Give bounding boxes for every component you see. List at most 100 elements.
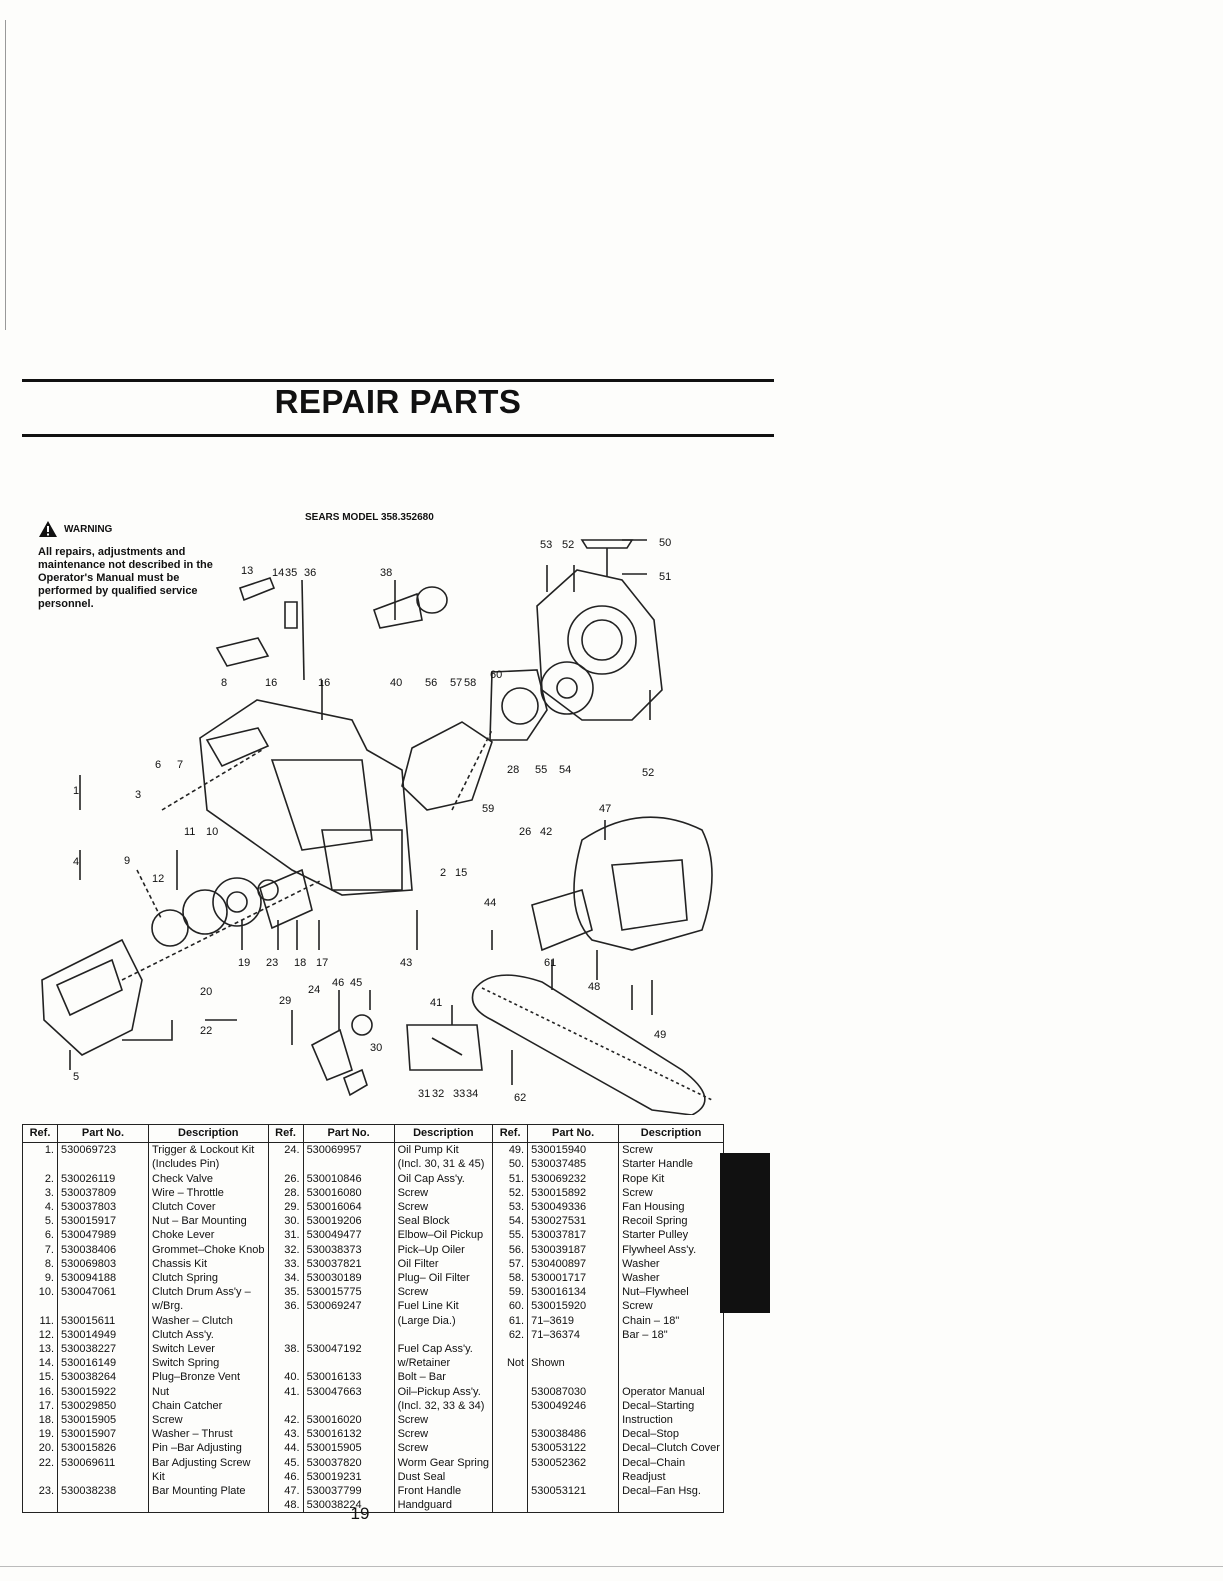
callout-label: 33	[453, 1088, 465, 1100]
part-ref	[267, 1398, 304, 1414]
part-ref: 57.	[492, 1256, 529, 1272]
part-number: 530016132	[302, 1427, 395, 1442]
part-number: 530069957	[302, 1142, 395, 1158]
callout-label: 55	[535, 764, 547, 776]
part-ref: 7.	[22, 1242, 58, 1257]
col-desc-2: Description	[393, 1123, 494, 1144]
part-number: 530015922	[57, 1384, 149, 1399]
part-description: Oil Cap Ass'y.	[393, 1171, 494, 1186]
part-number	[527, 1469, 620, 1485]
part-description	[618, 1342, 724, 1357]
part-ref	[267, 1356, 304, 1371]
part-number: Shown	[527, 1356, 620, 1371]
callout-label: 48	[588, 981, 600, 993]
part-ref: 51.	[492, 1171, 529, 1186]
part-description: Handguard	[393, 1498, 494, 1514]
part-ref: 55.	[492, 1228, 529, 1243]
callout-label: 5	[73, 1071, 79, 1083]
callout-label: 53	[540, 539, 552, 551]
callout-label: 16	[265, 677, 277, 689]
part-number: 530094188	[57, 1271, 149, 1286]
part-number: 530047061	[57, 1285, 149, 1300]
part-description	[393, 1327, 494, 1343]
part-ref: 60.	[492, 1299, 529, 1314]
part-description: Screw	[618, 1185, 724, 1201]
part-number: 530010846	[302, 1171, 395, 1186]
part-description: Decal–Chain	[618, 1455, 724, 1470]
part-ref: 23.	[22, 1484, 58, 1499]
part-ref: 36.	[267, 1299, 304, 1314]
part-description: Oil Pump Kit	[393, 1142, 494, 1158]
part-ref	[492, 1441, 529, 1456]
part-ref: 17.	[22, 1398, 58, 1414]
part-number: 530015892	[527, 1185, 620, 1201]
part-ref: 28.	[267, 1185, 304, 1201]
part-ref: 9.	[22, 1271, 58, 1286]
part-description: Screw	[148, 1413, 269, 1428]
callout-label: 19	[238, 957, 250, 969]
part-number: 530037817	[527, 1228, 620, 1243]
part-number: 530087030	[527, 1384, 620, 1399]
callout-label: 46	[332, 977, 344, 989]
part-description: Fuel Line Kit	[393, 1299, 494, 1314]
part-description: Oil–Pickup Ass'y.	[393, 1384, 494, 1399]
part-description: Nut–Flywheel	[618, 1285, 724, 1300]
col-partno-3: Part No.	[527, 1123, 620, 1144]
part-description: Screw	[393, 1427, 494, 1442]
callout-label: 11	[184, 826, 195, 838]
part-number: 530037799	[302, 1484, 395, 1499]
callout-label: 9	[124, 855, 130, 867]
callout-label: 60	[490, 669, 502, 681]
part-description: Fan Housing	[618, 1200, 724, 1215]
part-number	[302, 1398, 395, 1414]
part-ref: 3.	[22, 1185, 58, 1201]
part-number: 530069247	[302, 1299, 395, 1314]
part-ref: 47.	[267, 1484, 304, 1499]
part-number: 530027531	[527, 1214, 620, 1229]
callout-label: 50	[659, 537, 671, 549]
warning-heading: WARNING	[64, 523, 113, 535]
part-ref	[492, 1384, 529, 1399]
callout-label: 45	[350, 977, 362, 989]
table-row: (Includes Pin)(Incl. 30, 31 & 45)50.5300…	[22, 1157, 724, 1172]
part-ref	[492, 1398, 529, 1414]
part-ref: 2.	[22, 1171, 58, 1186]
part-number: 530015940	[527, 1142, 620, 1158]
part-description: Elbow–Oil Pickup	[393, 1228, 494, 1243]
part-ref	[22, 1299, 58, 1314]
part-description: Screw	[393, 1185, 494, 1201]
part-description: (Large Dia.)	[393, 1313, 494, 1328]
part-description: Screw	[618, 1142, 724, 1158]
part-number	[302, 1157, 395, 1172]
part-ref: 6.	[22, 1228, 58, 1243]
part-number: 530038486	[527, 1427, 620, 1442]
part-number: 530016149	[57, 1356, 149, 1371]
callout-label: 2	[440, 867, 446, 879]
part-description: Washer	[618, 1271, 724, 1286]
callout-label: 62	[514, 1092, 526, 1104]
callout-label: 56	[425, 677, 437, 689]
scan-edge-mark	[5, 20, 6, 330]
part-number: 530015775	[302, 1285, 395, 1300]
exploded-parts-diagram: 13 14 35 36 38 53 52 50 51 8 16 16 40 56…	[41, 537, 713, 1115]
page-title: REPAIR PARTS	[274, 383, 522, 420]
part-ref: 8.	[22, 1256, 58, 1272]
callout-label: 35	[285, 567, 297, 579]
warning-triangle-icon	[39, 521, 57, 537]
callout-label: 15	[455, 867, 467, 879]
model-label: SEARS MODEL 358.352680	[305, 512, 434, 523]
part-ref	[22, 1469, 58, 1485]
part-ref	[22, 1157, 58, 1172]
callout-label: 61	[544, 957, 556, 969]
part-number	[57, 1498, 149, 1514]
diagram-callout-labels: 13 14 35 36 38 53 52 50 51 8 16 16 40 56…	[73, 537, 671, 1104]
